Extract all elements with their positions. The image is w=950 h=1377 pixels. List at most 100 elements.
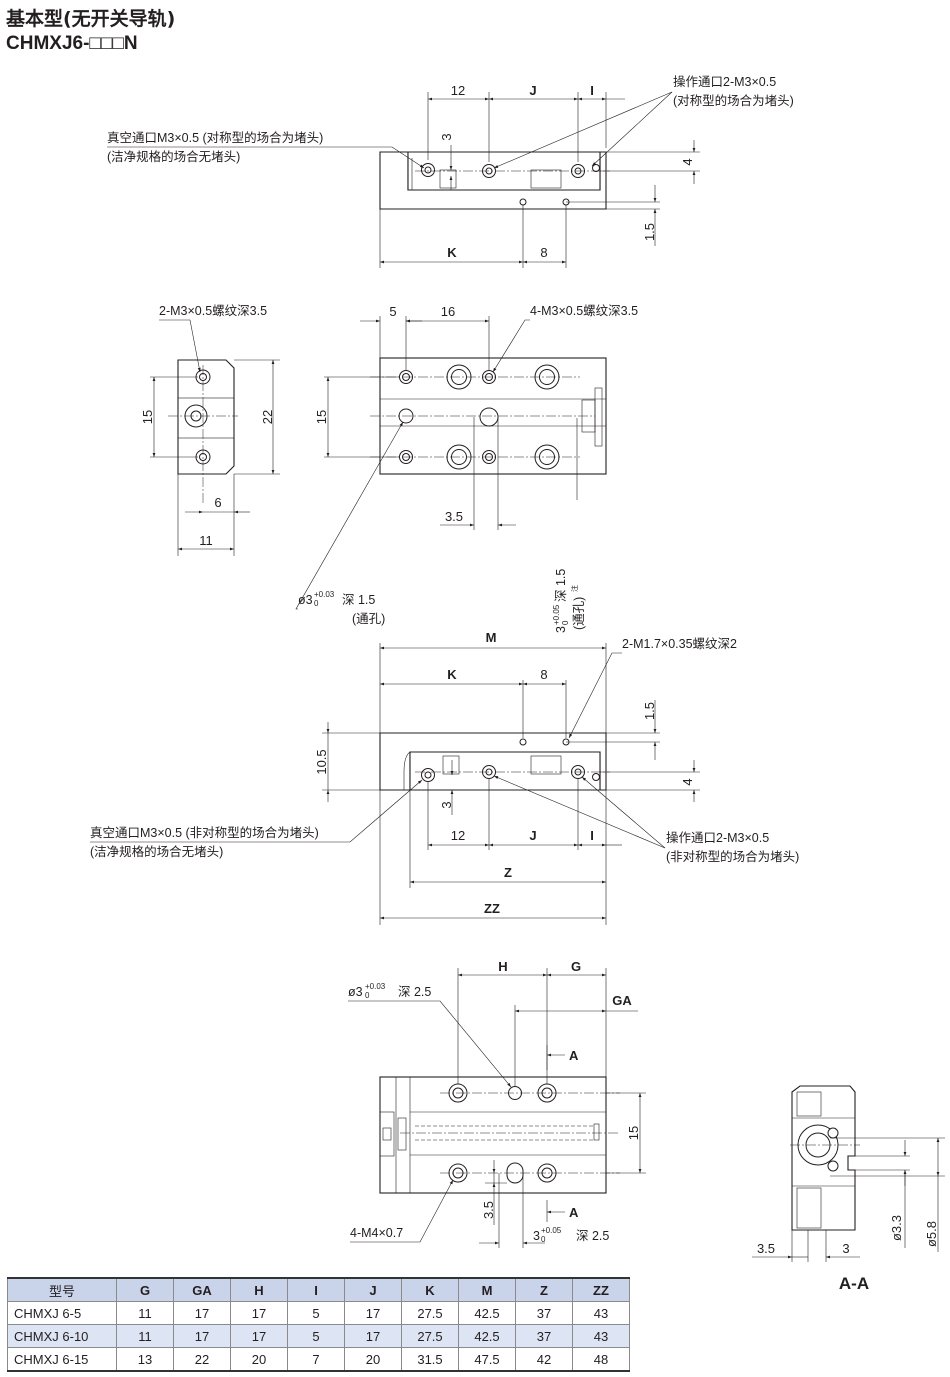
dim-J: J [529, 83, 536, 98]
note-symmetric-plug: (对称型的场合为堵头) [673, 93, 794, 108]
dim-10.5: 10.5 [314, 749, 329, 774]
cell: 37 [515, 1301, 573, 1325]
cell-model: CHMXJ 6-10 [7, 1324, 117, 1348]
note-slot-thru: (通孔) [572, 597, 586, 630]
dim-4-2: 4 [680, 778, 695, 785]
model-code: CHMXJ6-□□□N [6, 33, 138, 54]
note-slot-mark: 注 [570, 585, 579, 592]
col-model: 型号 [7, 1277, 117, 1302]
cell: 5 [287, 1301, 345, 1325]
dim-8-2: 8 [540, 667, 547, 682]
section-label: A-A [839, 1274, 869, 1293]
dim-Z: Z [504, 865, 512, 880]
col-M: M [458, 1277, 516, 1302]
note-vacuum-port: 真空通口M3×0.5 (对称型的场合为堵头) [107, 130, 323, 145]
col-G: G [116, 1277, 174, 1302]
cell: 20 [344, 1347, 402, 1372]
cell: 7 [287, 1347, 345, 1372]
cell-model: CHMXJ 6-5 [7, 1301, 117, 1325]
end-view-left: 15 22 6 11 2-M3×0.5螺纹深3.5 [140, 304, 280, 556]
note-operation-port-2: 操作通口2-M3×0.5 [666, 830, 769, 845]
col-Z: Z [515, 1277, 573, 1302]
cell: 17 [344, 1301, 402, 1325]
col-I: I [287, 1277, 345, 1302]
note-pin-tol-up: +0.03 [314, 590, 335, 599]
dim-d5.8: ø5.8 [924, 1221, 939, 1247]
section-a-a: ø3.3 ø5.8 3.5 3 A-A [752, 1085, 945, 1293]
cell: 42 [515, 1347, 573, 1372]
note-slot-b-3: 3 [533, 1229, 540, 1243]
side-view-bottom: M K 8 2-M1.7×0.35螺纹深2 1.5 10.5 4 3 [90, 630, 799, 925]
table-header-row: 型号 G GA H I J K M Z ZZ [7, 1277, 630, 1302]
cell: 17 [173, 1324, 231, 1348]
note-pin-b-tol-up: +0.03 [365, 982, 386, 991]
top-view: 5 16 4-M3×0.5螺纹深3.5 15 3.5 3 +0.05 0 深 1… [295, 304, 638, 633]
dim-12-2: 12 [451, 828, 465, 843]
dim-d3.3: ø3.3 [889, 1215, 904, 1241]
note-pin-b-depth: 深 2.5 [398, 985, 431, 999]
dim-16: 16 [441, 304, 455, 319]
table-row: CHMXJ 6-5 11 17 17 5 17 27.5 42.5 37 43 [7, 1301, 630, 1325]
cell-model: CHMXJ 6-15 [7, 1347, 117, 1372]
cell: 17 [230, 1324, 288, 1348]
side-view-top: 12 J I 3 4 1.5 K 8 真空通口M3×0.5 (对称型的场合为堵头… [107, 74, 794, 268]
dim-K: K [447, 245, 457, 260]
note-pin-hole: ø3 [298, 593, 313, 607]
dim-I-2: I [590, 828, 594, 843]
cell: 17 [230, 1301, 288, 1325]
col-K: K [401, 1277, 459, 1302]
dim-15: 15 [140, 410, 155, 424]
cell: 5 [287, 1324, 345, 1348]
note-pin-tol-dn: 0 [314, 599, 319, 608]
note-slot-3: 3 [554, 626, 568, 633]
dim-4: 4 [680, 158, 695, 165]
cell: 43 [572, 1301, 630, 1325]
dim-3.5-bottom: 3.5 [481, 1201, 496, 1219]
dim-11: 11 [199, 533, 213, 548]
note-clean-spec: (洁净规格的场合无堵头) [107, 149, 240, 164]
note-thread-4m3: 4-M3×0.5螺纹深3.5 [530, 304, 638, 318]
dim-5: 5 [389, 304, 396, 319]
note-slot-tol-up: +0.05 [552, 604, 561, 625]
cell: 11 [116, 1324, 174, 1348]
cell: 17 [173, 1301, 231, 1325]
col-ZZ: ZZ [572, 1277, 630, 1302]
cell: 20 [230, 1347, 288, 1372]
dim-GA: GA [612, 993, 632, 1008]
note-clean-spec-2: (洁净规格的场合无堵头) [90, 844, 223, 859]
dim-M: M [486, 630, 497, 645]
cell: 47.5 [458, 1347, 516, 1372]
note-pin-thru: (通孔) [352, 612, 385, 626]
dim-1.5: 1.5 [642, 223, 657, 241]
col-GA: GA [173, 1277, 231, 1302]
table-row: CHMXJ 6-10 11 17 17 5 17 27.5 42.5 37 43 [7, 1324, 630, 1348]
cell: 43 [572, 1324, 630, 1348]
dim-6: 6 [214, 495, 221, 510]
cell: 13 [116, 1347, 174, 1372]
section-arrow-a-top: A [569, 1048, 579, 1063]
cell: 22 [173, 1347, 231, 1372]
dim-ZZ: ZZ [484, 901, 500, 916]
cell: 27.5 [401, 1324, 459, 1348]
note-thread-m4: 4-M4×0.7 [350, 1226, 403, 1240]
cell: 37 [515, 1324, 573, 1348]
cell: 31.5 [401, 1347, 459, 1372]
note-pin-hole-b: ø3 [348, 985, 363, 999]
note-thread-2m3: 2-M3×0.5螺纹深3.5 [159, 304, 267, 318]
cell: 42.5 [458, 1301, 516, 1325]
dim-G: G [571, 959, 581, 974]
note-slot-tol-dn: 0 [561, 620, 570, 625]
dim-8: 8 [540, 245, 547, 260]
cell: 48 [572, 1347, 630, 1372]
note-thread-m17: 2-M1.7×0.35螺纹深2 [622, 637, 737, 651]
cell: 11 [116, 1301, 174, 1325]
dim-3.5-section: 3.5 [757, 1241, 775, 1256]
note-vacuum-port-2: 真空通口M3×0.5 (非对称型的场合为堵头) [90, 825, 319, 840]
dim-3-2: 3 [439, 801, 454, 808]
dim-1.5-2: 1.5 [642, 702, 657, 720]
dim-15-top: 15 [314, 410, 329, 424]
note-slot-b-tol-dn: 0 [541, 1235, 546, 1244]
note-asymmetric-plug: (非对称型的场合为堵头) [666, 849, 799, 864]
table-row: CHMXJ 6-15 13 22 20 7 20 31.5 47.5 42 48 [7, 1347, 630, 1372]
dim-K-2: K [447, 667, 457, 682]
